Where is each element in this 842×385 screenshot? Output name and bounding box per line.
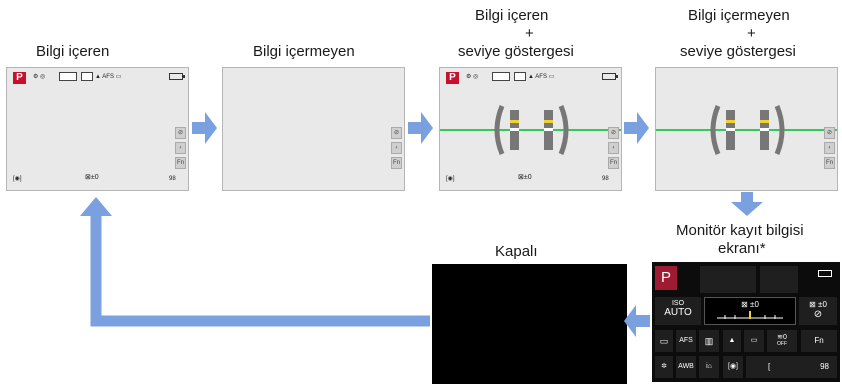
shots-remaining: 98: [820, 362, 829, 371]
arrow-return-loop: [80, 197, 430, 327]
fn-icon: Fn: [391, 157, 402, 169]
shots-bracket: [: [768, 362, 771, 371]
monitor-size-cell: ▭: [744, 330, 764, 352]
label-monitor-line2: ekranı*: [718, 240, 766, 257]
monitor-top-panel-2: [760, 266, 798, 293]
level-gauge: [440, 105, 621, 155]
wifi-state: OFF: [777, 341, 787, 347]
mode-badge: P: [446, 72, 459, 84]
monitor-flash-cell: ⊠ ±0 ⊘: [799, 297, 837, 325]
af-icons: ▲ AFS ▭: [528, 74, 555, 80]
label-with-info: Bilgi içeren: [36, 43, 110, 60]
label-without-info-level-line1: Bilgi içermeyen: [688, 7, 790, 24]
monitor-wifi-cell: ≋0 OFF: [767, 330, 797, 352]
monitor-ev-cell: ⊠ ±0: [704, 297, 796, 325]
label-without-info: Bilgi içermeyen: [253, 43, 355, 60]
monitor-drive-cell: ▭: [655, 330, 673, 352]
image-size-icon: [492, 72, 510, 81]
mode-badge: P: [13, 72, 26, 84]
screen-without-info: ⊘ ‹ Fn: [222, 67, 405, 191]
level-gauge: [656, 105, 837, 155]
image-size-icon: [59, 72, 77, 81]
exposure-comp-value: ±0: [90, 174, 99, 181]
monitor-ifn-cell: i⌂: [699, 356, 719, 378]
monitor-sharpness-cell: ▲: [723, 330, 741, 352]
monitor-metering2-cell: [◉]: [723, 356, 743, 378]
status-icons: ⚙ ◎: [466, 74, 479, 80]
touch-icon: ⊘: [608, 127, 619, 139]
touch-icon: ⊘: [175, 127, 186, 139]
monitor-shots-cell: [ 98: [746, 356, 837, 378]
back-icon: ‹: [175, 142, 186, 154]
back-icon: ‹: [391, 142, 402, 154]
exposure-comp: ⊠±0: [518, 174, 532, 181]
battery-icon: [818, 270, 832, 277]
iso-label: ISO: [671, 300, 685, 307]
screen-off: [432, 264, 627, 384]
label-with-info-level-line3: seviye göstergesi: [458, 43, 574, 60]
back-icon: ‹: [608, 142, 619, 154]
screen-without-info-level: ⊘ ‹ Fn: [655, 67, 838, 191]
monitor-metering-cell: ▥: [699, 330, 719, 352]
arrow-right-1: [192, 112, 217, 144]
battery-icon: [169, 73, 185, 80]
exposure-comp: ⊠±0: [85, 174, 99, 181]
af-icons: ▲ AFS ▭: [95, 74, 122, 80]
ev-scale-icon: [717, 311, 783, 319]
monitor-af-cell: AFS: [676, 330, 696, 352]
screen-with-info: P ⚙ ◎ ▲ AFS ▭ ⊘ ‹ Fn [◉] ⊠±0 98: [6, 67, 189, 191]
fn-icon: Fn: [175, 157, 186, 169]
touch-icon: ⊘: [391, 127, 402, 139]
flash-ev: ⊠ ±0: [809, 300, 827, 309]
battery-icon: [602, 73, 618, 80]
monitor-wb-cell: AWB: [676, 356, 696, 378]
monitor-top-panel-1: [700, 266, 756, 293]
label-with-info-level-line2: +: [525, 25, 534, 42]
arrow-down: [731, 192, 763, 216]
fn-icon: Fn: [608, 157, 619, 169]
monitor-fn-cell: Fn: [801, 330, 837, 352]
iso-value: AUTO: [664, 307, 692, 318]
shots-remaining-icon: 98: [169, 176, 176, 182]
screen-with-info-level: P ⚙ ◎ ▲ AFS ▭ ⊘ ‹ Fn [◉] ⊠±0 98: [439, 67, 622, 191]
arrow-right-2: [408, 112, 433, 144]
metering-icon: [◉]: [13, 176, 22, 182]
ev-value: ⊠ ±0: [741, 300, 759, 309]
arrow-right-3: [624, 112, 649, 144]
shots-remaining-icon: 98: [602, 176, 609, 182]
monitor-iso-cell: ISO AUTO: [655, 297, 701, 325]
label-off: Kapalı: [495, 243, 538, 260]
monitor-style-cell: ✲: [655, 356, 673, 378]
monitor-mode-badge: P: [655, 266, 677, 290]
arrow-left: [624, 305, 650, 337]
label-with-info-level-line1: Bilgi içeren: [475, 7, 549, 24]
label-without-info-level-line3: seviye göstergesi: [680, 43, 796, 60]
flash-off-icon: ⊘: [813, 309, 823, 320]
label-without-info-level-line2: +: [747, 25, 756, 42]
status-icons: ⚙ ◎: [33, 74, 46, 80]
wifi-icon: ≋0: [777, 334, 787, 341]
fn-icon: Fn: [824, 157, 835, 169]
touch-icon: ⊘: [824, 127, 835, 139]
screen-monitor-info: P ISO AUTO ⊠ ±0 ⊠ ±0 ⊘ ▭ AFS ▥ ▲ ▭ ≋0 OF…: [652, 262, 840, 382]
exposure-comp-value: ±0: [523, 174, 532, 181]
quality-icon: [81, 72, 93, 81]
back-icon: ‹: [824, 142, 835, 154]
metering-icon: [◉]: [446, 176, 455, 182]
flash-ev-number: ±0: [818, 300, 827, 309]
ev-number: ±0: [750, 300, 759, 309]
label-monitor-line1: Monitör kayıt bilgisi: [676, 222, 804, 239]
quality-icon: [514, 72, 526, 81]
